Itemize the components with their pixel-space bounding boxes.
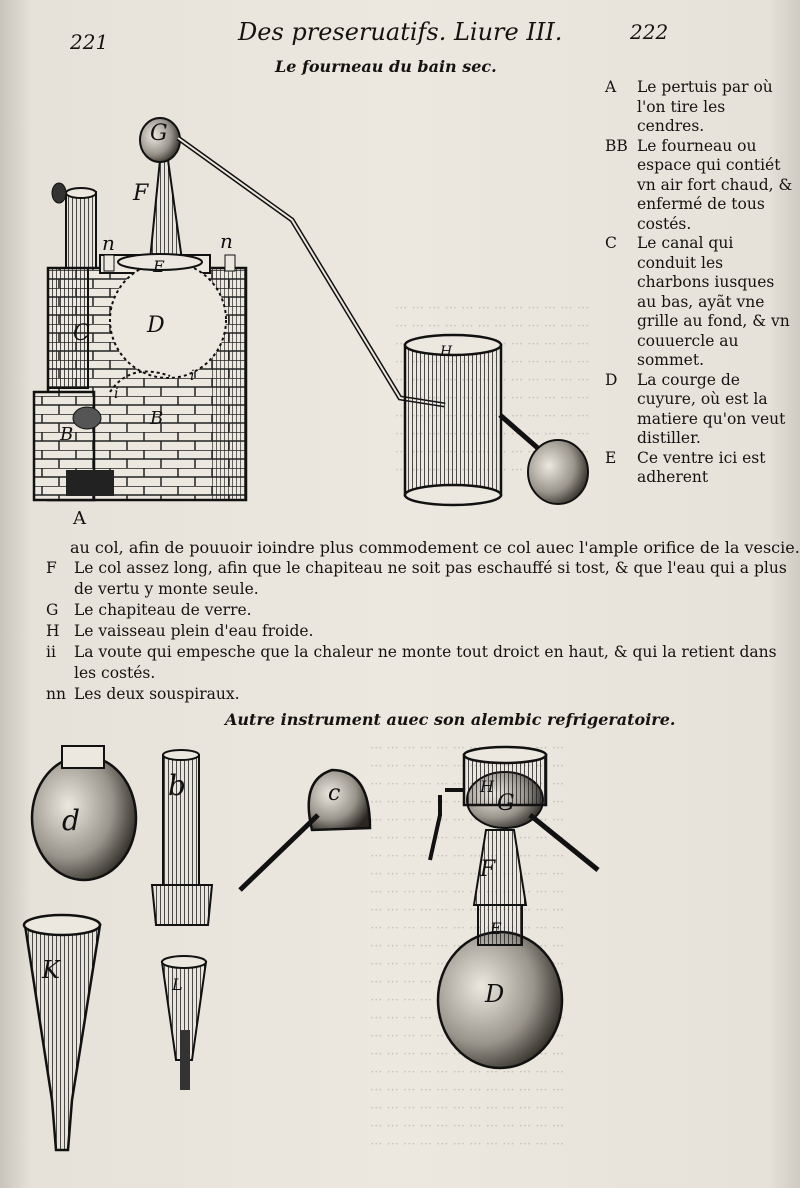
fig1-label-D: D — [146, 313, 165, 338]
legend-text: Le canal qui conduit les charbons iusque… — [637, 234, 790, 369]
list-key: G — [46, 601, 59, 619]
figure-caption-A: A — [73, 508, 86, 529]
list-item: G Le chapiteau de verre. — [46, 600, 796, 621]
list-item: nn Les deux souspiraux. — [46, 684, 796, 705]
fig2-label-d: d — [62, 804, 80, 837]
furnace-figure: G F n n E C D i i B B H — [32, 117, 589, 507]
fig2-label-b: b — [168, 769, 186, 802]
fig2-label-c: c — [328, 781, 340, 806]
fig1-label-n: n — [220, 229, 233, 253]
page-number-right: 222 — [630, 20, 669, 44]
legend-key: A — [605, 78, 617, 96]
list-item: H Le vaisseau plein d'eau froide. — [46, 621, 796, 642]
fig1-label-n: n — [102, 231, 115, 255]
legend-text: La courge de cuyure, où est la matiere q… — [637, 370, 786, 448]
fig2-label-K: K — [41, 956, 62, 984]
fig2-label-F: F — [479, 857, 496, 882]
legend-entry: BB Le fourneau ou espace qui contiét vn a… — [605, 137, 795, 235]
label-list: F Le col assez long, afin que le chapitea… — [46, 558, 796, 705]
fig2-label-D: D — [484, 980, 504, 1008]
continuation-text: au col, afin de pouuoir ioindre plus com… — [70, 538, 800, 557]
list-key: F — [46, 559, 57, 577]
section-title-2: Autre instrument auec son alembic refrig… — [225, 710, 676, 729]
list-text: Le vaisseau plein d'eau froide. — [74, 622, 314, 640]
fig2-label-L: L — [171, 975, 183, 994]
legend-key: BB — [605, 136, 628, 155]
legend-entry: D La courge de cuyure, où est la matiere … — [605, 371, 795, 449]
list-text: La voute qui empesche que la chaleur ne … — [74, 643, 777, 682]
fig1-label-i: i — [114, 386, 118, 402]
fig1-label-G: G — [150, 121, 168, 146]
list-text: Le chapiteau de verre. — [74, 601, 252, 619]
legend-key: C — [605, 234, 617, 252]
legend-entry: E Ce ventre ici est adherent — [605, 449, 795, 488]
legend-text: Le fourneau ou espace qui contiét vn air… — [637, 136, 793, 233]
fig1-label-E: E — [152, 257, 165, 276]
fig1-label-F: F — [132, 181, 149, 206]
list-key: ii — [46, 643, 56, 661]
fig1-label-B: B — [149, 408, 163, 429]
legend-text: Le pertuis par où l'on tire les cendres. — [637, 78, 773, 135]
legend-text: Ce ventre ici est adherent — [637, 448, 766, 487]
legend-entry: A Le pertuis par où l'on tire les cendres… — [605, 78, 795, 137]
running-title: Des preseruatifs. Liure III. — [238, 18, 563, 46]
list-item: ii La voute qui empesche que la chaleur n… — [46, 642, 796, 684]
list-key: nn — [46, 685, 66, 703]
legend-key: E — [605, 448, 617, 467]
section-title: Le fourneau du bain sec. — [275, 57, 497, 76]
alembic-figure: d b c K L — [22, 745, 600, 1152]
legend-entry: C Le canal qui conduit les charbons iusqu… — [605, 234, 795, 371]
fig1-label-i: i — [190, 368, 194, 384]
fig2-label-G: G — [497, 791, 515, 816]
fig2-label-E: E — [489, 919, 502, 938]
figure-legend: A Le pertuis par où l'on tire les cendres… — [605, 78, 795, 488]
list-item: F Le col assez long, afin que le chapitea… — [46, 558, 796, 600]
fig1-label-C: C — [73, 321, 90, 346]
fig1-label-H: H — [439, 344, 453, 360]
fig2-label-H: H — [479, 777, 495, 796]
legend-key: D — [605, 370, 618, 389]
fig1-label-B: B — [59, 424, 73, 445]
list-key: H — [46, 622, 60, 640]
page-number-left: 221 — [70, 30, 109, 54]
list-text: Le col assez long, afin que le chapiteau… — [74, 559, 787, 598]
list-text: Les deux souspiraux. — [74, 685, 240, 703]
